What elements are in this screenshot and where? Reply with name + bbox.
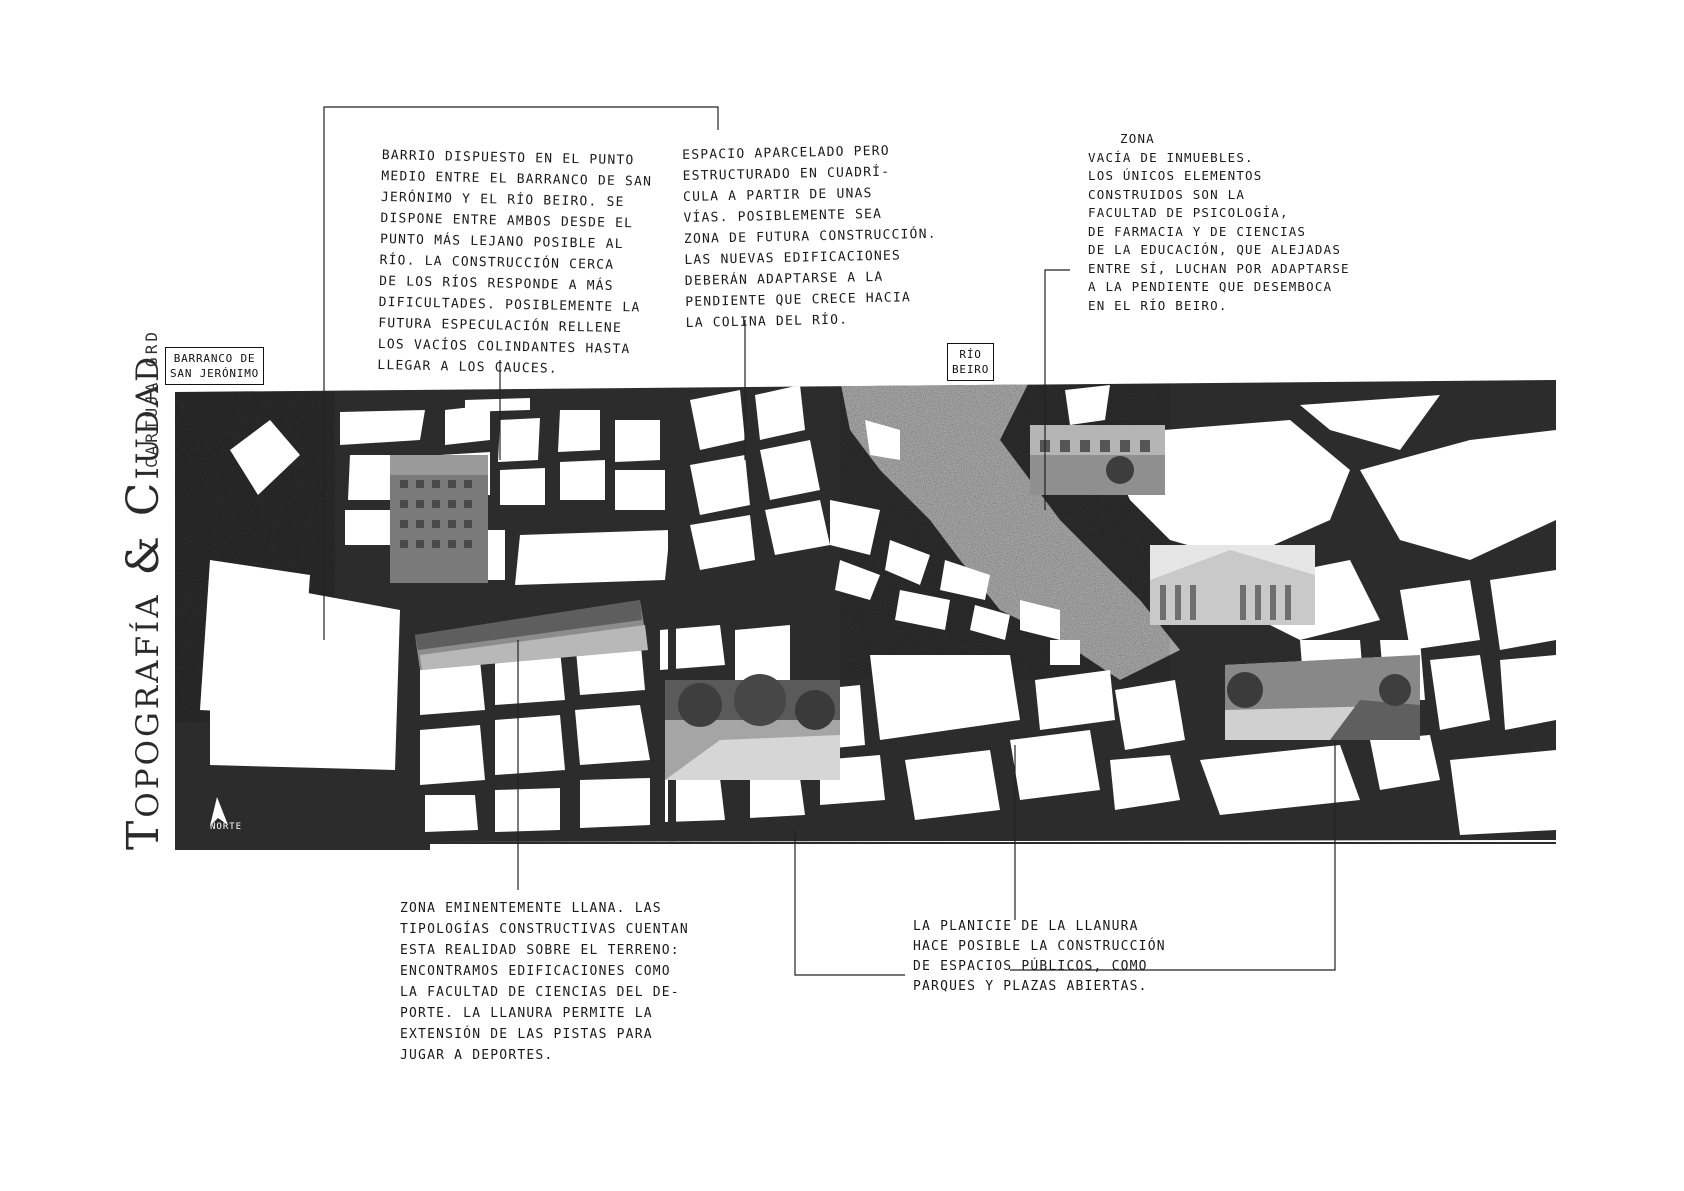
note-line: Zona	[1120, 131, 1155, 146]
label-rio-beiro: Río Beiro	[947, 343, 995, 381]
note-line: porte. La llanura permite la	[400, 1006, 653, 1021]
note-espacio: Espacio aparcelado pero estructurado en …	[682, 140, 939, 334]
label-line: San Jerónimo	[170, 367, 260, 380]
title-block: Topografía & Ciudad Cartuja GRD	[118, 329, 169, 850]
note-line: construidos son la	[1088, 186, 1246, 202]
north-arrow-icon	[210, 797, 228, 826]
city-blocks	[870, 640, 1185, 820]
leader-lines	[323, 106, 1336, 976]
note-line: Facultad de Psicología,	[1088, 205, 1289, 220]
north-label: NORTE	[210, 822, 243, 832]
note-line: encontramos edificaciones como	[400, 964, 671, 979]
note-line: de espacios públicos, como	[913, 959, 1148, 974]
note-line: parques y plazas abiertas.	[913, 979, 1148, 994]
note-planicie: La planicie de la llanura hace posible l…	[913, 917, 1166, 997]
note-line: de la Educación, que alejadas	[1088, 242, 1342, 257]
city-blocks	[420, 625, 885, 832]
photo-pharmacy-faculty	[1150, 545, 1315, 625]
note-line: tipologías constructivas cuentan	[400, 922, 689, 937]
page-subtitle: Cartuja GRD	[142, 329, 161, 468]
photo-park	[665, 674, 840, 780]
note-line: entre sí, luchan por adaptarse	[1088, 260, 1350, 276]
label-barranco: Barranco de San Jerónimo	[165, 347, 265, 385]
photo-sports-faculty	[415, 600, 648, 670]
map-bottom-edge	[430, 842, 1556, 844]
note-line: en el Río Beiro.	[1088, 297, 1228, 313]
note-line: extensión de las pistas para	[400, 1027, 653, 1042]
photo-education-faculty	[1225, 655, 1420, 740]
note-line: jugar a deportes.	[400, 1048, 554, 1063]
note-line: vacía de inmuebles.	[1088, 149, 1254, 165]
note-line: de Farmacia y de Ciencias	[1088, 223, 1307, 239]
label-line: Río	[959, 348, 982, 361]
main-road	[668, 390, 676, 850]
city-blocks	[200, 398, 670, 770]
note-barrio: Barrio dispuesto en el punto medio entre…	[377, 145, 653, 382]
note-line: la Facultad de Ciencias del De-	[400, 985, 680, 1000]
note-line: Zona eminentemente llana. Las	[400, 901, 662, 916]
note-line: esta realidad sobre el terreno:	[400, 943, 680, 958]
note-line: Los únicos elementos	[1088, 168, 1263, 183]
city-blocks	[690, 385, 1060, 640]
photo-psychology-faculty	[1030, 425, 1165, 495]
note-line: La planicie de la llanura	[913, 919, 1139, 934]
note-line: a la pendiente que desemboca	[1088, 279, 1333, 294]
note-line: hace posible la construcción	[913, 939, 1166, 954]
note-zona-vacia: Zona vacía de inmuebles. Los únicos elem…	[1088, 130, 1350, 315]
note-llana: Zona eminentemente llana. Las tipologías…	[400, 898, 689, 1066]
photo-residential-building	[390, 455, 488, 583]
label-line: Beiro	[952, 363, 990, 376]
label-line: Barranco de	[173, 352, 256, 365]
